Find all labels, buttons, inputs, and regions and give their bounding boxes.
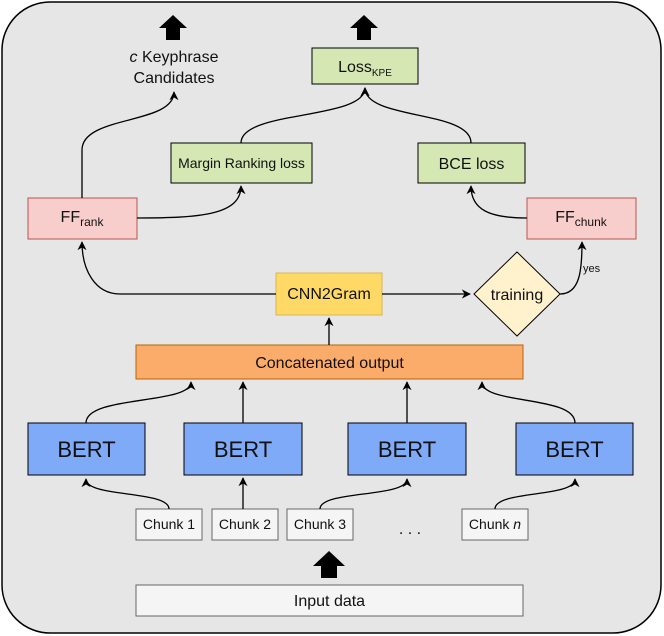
loss-kpe-label: LossKPE [338,59,392,79]
edge-chunkn-bert4 [494,478,580,510]
edge-training-ffchunk [559,241,587,295]
bert-box-1 [27,422,146,476]
chunk-label-2: Chunk 2 [219,516,271,532]
input-data-label: Input data [294,593,365,610]
keyphrase-candidates-label-line2: Candidates [134,70,215,87]
input-data-box [135,584,524,617]
ff-chunk-box [526,197,637,240]
chunks-ellipsis: . . . [399,521,421,538]
bert-label-4: BERT [545,437,603,462]
chunk-box-3 [286,508,354,541]
edge-bert1-concat [85,381,196,424]
chunk-label-3: Chunk 3 [294,516,346,532]
training-label: training [491,287,543,304]
margin-ranking-loss-box [170,142,313,184]
input-block-arrow-icon [313,551,345,578]
concatenated-output-box [135,344,524,380]
bert-box-4 [515,422,634,476]
ff-chunk-label: FFchunk [555,209,608,229]
chunk-box-2 [211,508,279,541]
cnn2gram-label: CNN2Gram [287,286,371,303]
edge-bert4-concat [477,381,576,424]
bert-label-3: BERT [378,437,436,462]
edge-cnn2gram-ffrank [77,241,276,295]
chunk-box-1 [135,508,203,541]
top-left-block-arrow-icon [159,15,187,40]
cnn2gram-box [275,272,383,316]
loss-kpe-box [311,47,419,85]
bert-label-2: BERT [214,437,272,462]
chunk-label-n: Chunk n [469,516,521,532]
concatenated-output-label: Concatenated output [255,355,404,372]
edge-ffrank-marginloss [136,185,246,219]
top-center-block-arrow-icon [350,15,378,40]
margin-ranking-loss-label: Margin Ranking loss [178,155,305,171]
edge-marginloss-losskpe [240,87,370,144]
bce-loss-label: BCE loss [439,156,505,173]
edge-chunk1-bert1 [81,478,170,510]
chunk-box-n [461,508,529,541]
edge-bceloss-losskpe [360,87,472,144]
edge-ffrank-candidates [81,91,179,198]
ff-rank-label: FFrank [61,209,105,229]
bce-loss-box [417,142,526,184]
bert-label-1: BERT [57,437,115,462]
bert-box-2 [183,422,303,476]
training-decision-diamond [473,251,561,337]
edge-ffchunk-bceloss [466,185,528,219]
keyphrase-candidates-label: c Keyphrase [130,49,219,66]
chunk-label-1: Chunk 1 [143,516,195,532]
edge-chunk3-bert3 [319,478,412,510]
yes-label: yes [583,263,601,275]
